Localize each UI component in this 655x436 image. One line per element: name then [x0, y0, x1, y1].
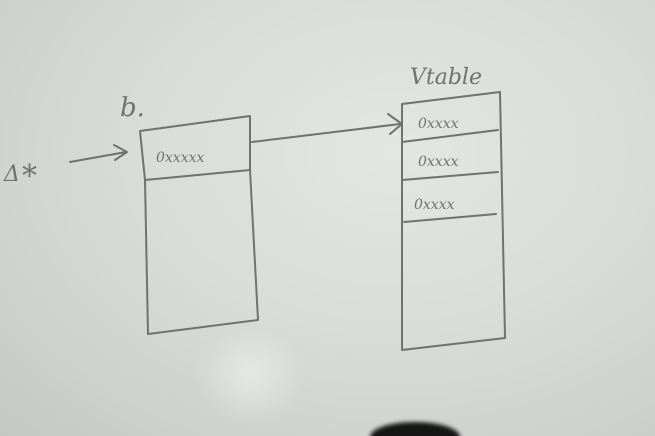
object-vptr-value: 0xxxxx: [156, 150, 204, 166]
pointer-arrow-head: [113, 144, 128, 161]
light-glare: [195, 325, 305, 425]
struct-label: b.: [120, 93, 145, 123]
dark-object: [370, 422, 460, 436]
object-box-body: [144, 169, 259, 335]
pointer-arrow-shaft: [69, 151, 127, 163]
object-header-cell: [139, 115, 251, 181]
vtable-divider-3: [403, 213, 497, 223]
vtable-title: Vtable: [410, 65, 482, 90]
vtable-divider-2: [401, 171, 499, 181]
vtable-box: [401, 91, 506, 351]
vptr-arrow-shaft: [251, 123, 401, 143]
vtable-divider-1: [401, 129, 499, 143]
pointer-star: *: [22, 159, 37, 194]
vtable-entry: 0xxxx: [414, 197, 455, 213]
pointer-glyph: Δ: [3, 162, 20, 187]
vtable-entry: 0xxxx: [418, 116, 459, 132]
vtable-entry: 0xxxx: [418, 154, 459, 170]
